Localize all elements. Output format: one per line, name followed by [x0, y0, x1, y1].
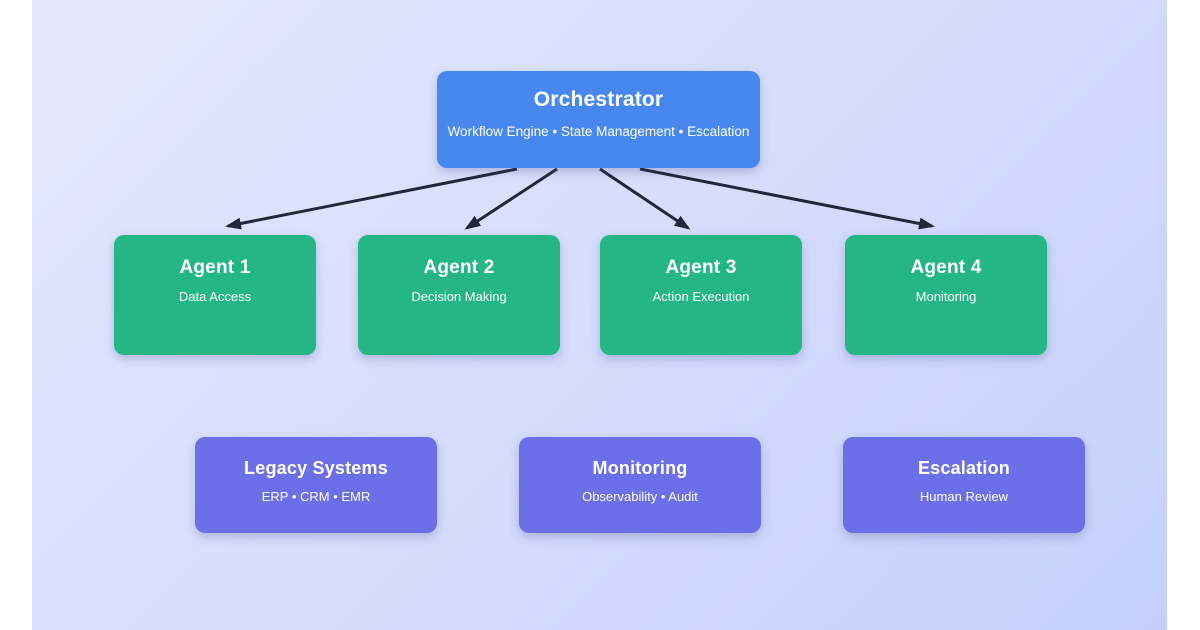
agent-3-node: Agent 3 Action Execution: [600, 235, 802, 355]
agent-2-node: Agent 2 Decision Making: [358, 235, 560, 355]
legacy-systems-node: Legacy Systems ERP • CRM • EMR: [195, 437, 437, 533]
orchestrator-subtitle: Workflow Engine • State Management • Esc…: [447, 124, 750, 139]
monitoring-subtitle: Observability • Audit: [582, 489, 698, 504]
escalation-subtitle: Human Review: [919, 489, 1009, 504]
agent-4-title: Agent 4: [910, 257, 982, 278]
agent-1-node: Agent 1 Data Access: [114, 235, 316, 355]
agent-2-subtitle: Decision Making: [411, 289, 507, 304]
agent-4-node: Agent 4 Monitoring: [845, 235, 1047, 355]
escalation-title: Escalation: [917, 458, 1011, 478]
agent-3-title: Agent 3: [665, 257, 737, 278]
legacy-systems-subtitle: ERP • CRM • EMR: [261, 489, 371, 504]
agent-2-title: Agent 2: [423, 257, 495, 278]
agent-1-title: Agent 1: [179, 257, 251, 278]
agent-3-subtitle: Action Execution: [652, 289, 750, 304]
agent-4-subtitle: Monitoring: [915, 289, 977, 304]
orchestrator-title: Orchestrator: [533, 88, 664, 111]
monitoring-title: Monitoring: [592, 458, 688, 478]
orchestrator-node: Orchestrator Workflow Engine • State Man…: [437, 71, 760, 168]
agent-1-subtitle: Data Access: [178, 289, 252, 304]
escalation-node: Escalation Human Review: [843, 437, 1085, 533]
monitoring-node: Monitoring Observability • Audit: [519, 437, 761, 533]
legacy-systems-title: Legacy Systems: [244, 458, 388, 478]
